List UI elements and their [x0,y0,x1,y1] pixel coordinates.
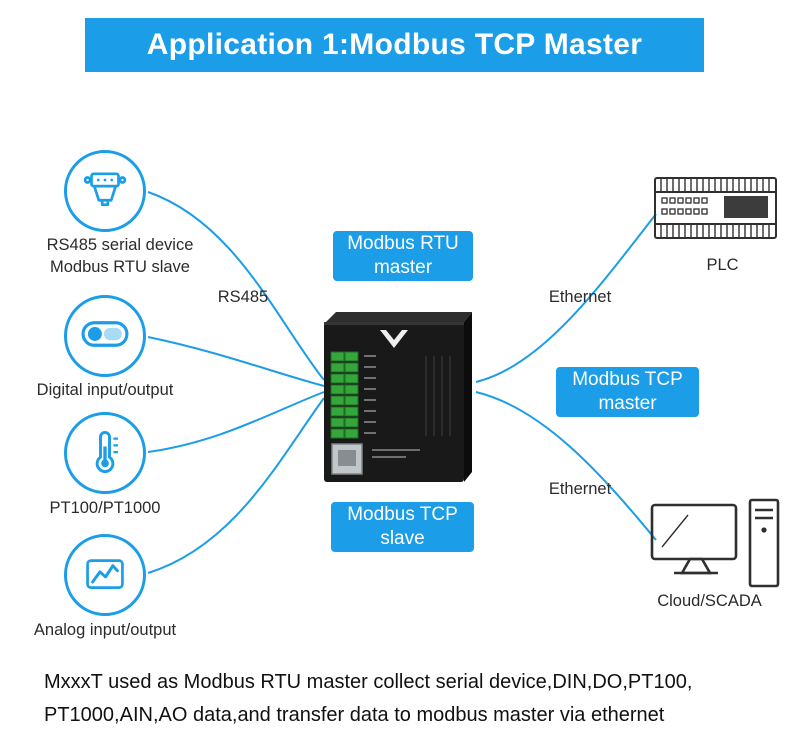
scada-computer-image [650,498,780,588]
thermometer-icon [78,424,132,483]
description-line2: PT1000,AIN,AO data,and transfer data to … [44,704,665,726]
description-line1: MxxxT used as Modbus RTU master collect … [44,671,693,693]
description-text: MxxxT used as Modbus RTU master collect … [44,666,760,732]
badge-modbus-tcp-master-line2: master [598,393,657,414]
source-rs485-label-line1: RS485 serial device [46,236,194,254]
badge-modbus-rtu-master: Modbus RTU master [333,231,473,281]
source-rs485-serial [64,150,146,232]
ethernet-port [331,443,363,475]
page-title: Application 1:Modbus TCP Master [146,28,643,61]
source-analog-io [64,534,146,616]
source-rs485-label-line2: Modbus RTU slave [49,258,190,276]
terminal-blocks [330,351,359,439]
badge-modbus-rtu-master-line2: master [373,257,433,278]
toggle-icon [78,307,132,366]
link-analog-to-device [147,397,325,574]
waveform-icon [78,546,132,605]
source-digital-io [64,295,146,377]
link-pt100-to-device [147,391,325,453]
monitor-icon [650,503,738,561]
link-digital-to-device [147,336,325,387]
badge-modbus-tcp-slave-line1: Modbus TCP [347,504,458,525]
ethernet-top-link-label: Ethernet [548,288,612,306]
source-analog-label: Analog input/output [33,621,177,639]
scada-label: Cloud/SCADA [657,592,762,610]
plc-image [654,177,777,239]
plc-label: PLC [706,256,739,274]
tower-pc-icon [748,498,780,588]
source-pt100 [64,412,146,494]
gateway-device-image [324,312,472,482]
badge-modbus-tcp-master: Modbus TCP master [556,367,699,417]
link-rs485-to-device [147,191,325,381]
rs485-link-label: RS485 [217,288,269,306]
badge-modbus-tcp-slave: Modbus TCP slave [331,502,474,552]
source-pt100-label: PT100/PT1000 [49,499,161,517]
source-digital-label: Digital input/output [36,381,174,399]
badge-modbus-tcp-slave-line2: slave [380,528,425,549]
ethernet-bottom-link-label: Ethernet [548,480,612,498]
badge-modbus-tcp-master-line1: Modbus TCP [572,369,683,390]
badge-modbus-rtu-master-line1: Modbus RTU [347,233,459,254]
header-banner: Application 1:Modbus TCP Master [85,18,704,72]
db9-connector-icon [78,162,132,221]
